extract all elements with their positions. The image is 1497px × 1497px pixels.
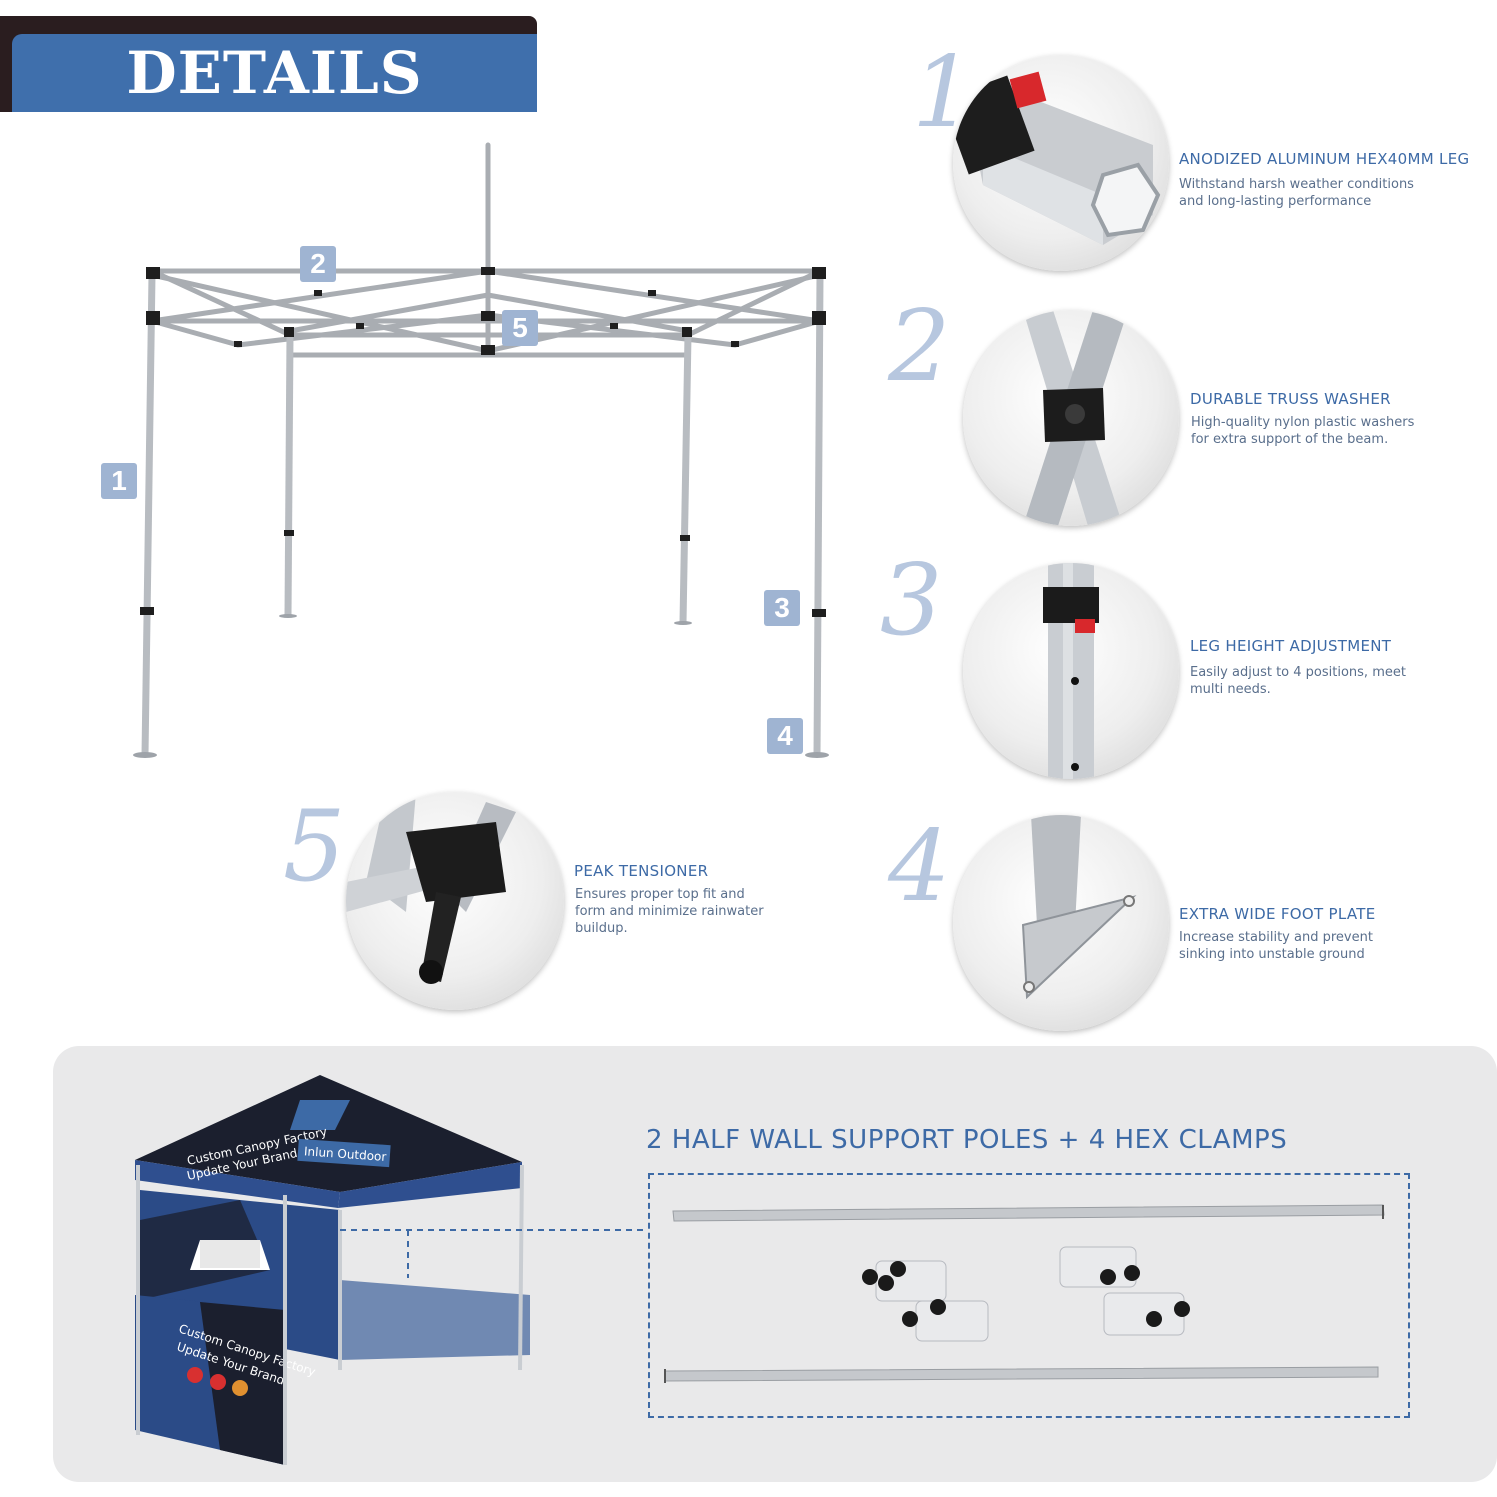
header-banner	[12, 34, 537, 112]
feature-5-numeral: 5	[283, 790, 346, 904]
feature-2-desc: High-quality nylon plastic washers for e…	[1191, 415, 1415, 447]
hex-clamp-4	[1103, 1292, 1190, 1336]
frame-badge-5: 5	[502, 310, 538, 346]
accessories-title: 2 HALF WALL SUPPORT POLES + 4 HEX CLAMPS	[646, 1125, 1288, 1155]
feature-4-title: EXTRA WIDE FOOT PLATE	[1179, 905, 1376, 923]
tent-connector-line	[340, 1229, 648, 1278]
feature-1-title: ANODIZED ALUMINUM HEX40MM LEG	[1179, 150, 1470, 168]
feature-3-title: LEG HEIGHT ADJUSTMENT	[1190, 637, 1392, 655]
feature-4-numeral: 4	[888, 810, 951, 924]
feature-4-desc: Increase stability and prevent sinking i…	[1179, 930, 1373, 962]
frame-badge-2: 2	[300, 246, 336, 282]
feature-1-photo	[953, 55, 1169, 271]
accessories-dashed-box	[648, 1173, 1410, 1418]
feature-2-title: DURABLE TRUSS WASHER	[1190, 390, 1391, 408]
feature-3-desc: Easily adjust to 4 positions, meet multi…	[1190, 665, 1406, 697]
feature-4-photo	[953, 815, 1169, 1031]
feature-5-desc: Ensures proper top fit and form and mini…	[575, 887, 764, 936]
canopy-frame-illustration	[133, 142, 829, 758]
poles-and-clamps-illustration	[664, 1204, 1385, 1383]
hex-clamp-2	[902, 1299, 989, 1342]
tent-brand-roof: Inlun Outdoor	[304, 1144, 387, 1164]
feature-1-desc: Withstand harsh weather conditions and l…	[1179, 177, 1414, 209]
tent-illustration: Custom Canopy Factory Update Your Brand …	[135, 1075, 530, 1465]
feature-3-photo	[963, 563, 1179, 779]
feature-2-numeral: 2	[888, 290, 951, 404]
feature-2-photo	[963, 310, 1179, 526]
feature-5-title: PEAK TENSIONER	[574, 862, 709, 880]
frame-badge-4: 4	[767, 718, 803, 754]
hex-clamp-1	[862, 1260, 947, 1302]
hex-clamp-3	[1059, 1246, 1140, 1288]
feature-3-numeral: 3	[880, 544, 943, 658]
feature-5-photo	[346, 792, 564, 1010]
frame-badge-1: 1	[101, 463, 137, 499]
frame-badge-3: 3	[764, 590, 800, 626]
page-title: DETAILS	[126, 39, 423, 107]
